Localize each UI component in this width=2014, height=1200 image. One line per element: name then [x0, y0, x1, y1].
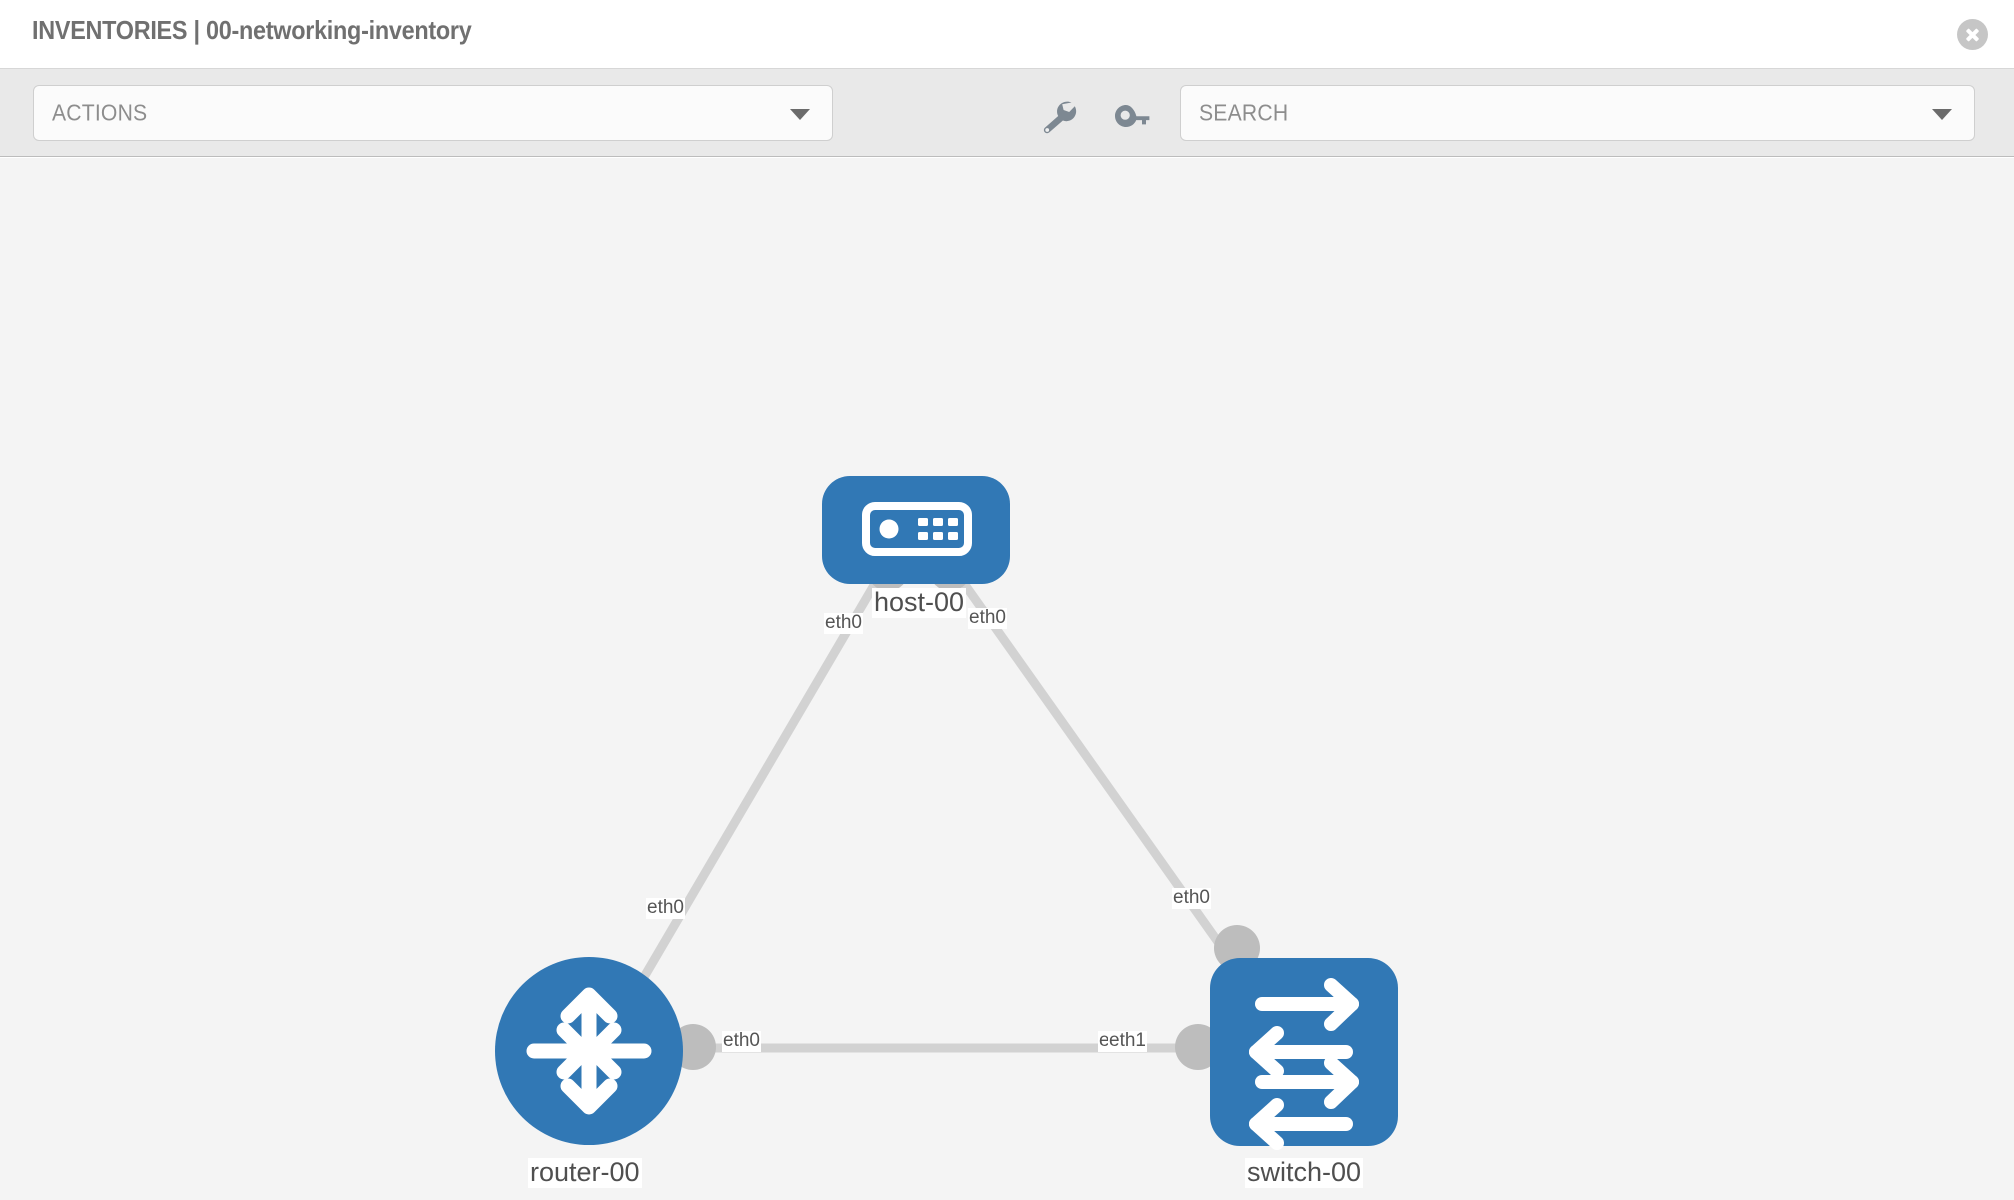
chevron-down-icon — [1932, 109, 1952, 120]
iface-label: eth1 — [1108, 1030, 1147, 1052]
link-host-router[interactable] — [616, 555, 894, 1021]
key-icon[interactable] — [1110, 99, 1154, 135]
iface-label: eth0 — [646, 897, 685, 919]
connector-dot — [1175, 1024, 1221, 1070]
iface-label: eth0 — [824, 612, 863, 634]
node-host-00[interactable] — [822, 476, 1010, 584]
topology-canvas[interactable]: host-00 router-00 switch-00 eth0 eth0 et… — [0, 158, 2014, 1200]
page-header: INVENTORIES | 00-networking-inventory — [0, 0, 2014, 69]
search-placeholder: SEARCH — [1199, 99, 1289, 126]
toolbar: ACTIONS SEARCH — [0, 69, 2014, 157]
close-icon[interactable] — [1957, 19, 1988, 50]
topology-graph — [495, 476, 1398, 1150]
page-title: INVENTORIES | 00-networking-inventory — [32, 15, 472, 45]
wrench-icon[interactable] — [1038, 99, 1082, 135]
actions-dropdown[interactable]: ACTIONS — [33, 85, 833, 141]
node-router-00[interactable] — [495, 957, 683, 1145]
node-label-router: router-00 — [528, 1157, 642, 1188]
iface-label: eth0 — [722, 1030, 761, 1052]
iface-label: eth0 — [1172, 887, 1211, 909]
node-label-host: host-00 — [872, 587, 967, 618]
actions-dropdown-label: ACTIONS — [52, 99, 148, 126]
search-input[interactable]: SEARCH — [1180, 85, 1975, 141]
iface-label: eth0 — [968, 607, 1007, 629]
chevron-down-icon — [790, 109, 810, 120]
node-label-switch: switch-00 — [1245, 1157, 1364, 1188]
node-switch-00[interactable] — [1210, 958, 1398, 1150]
